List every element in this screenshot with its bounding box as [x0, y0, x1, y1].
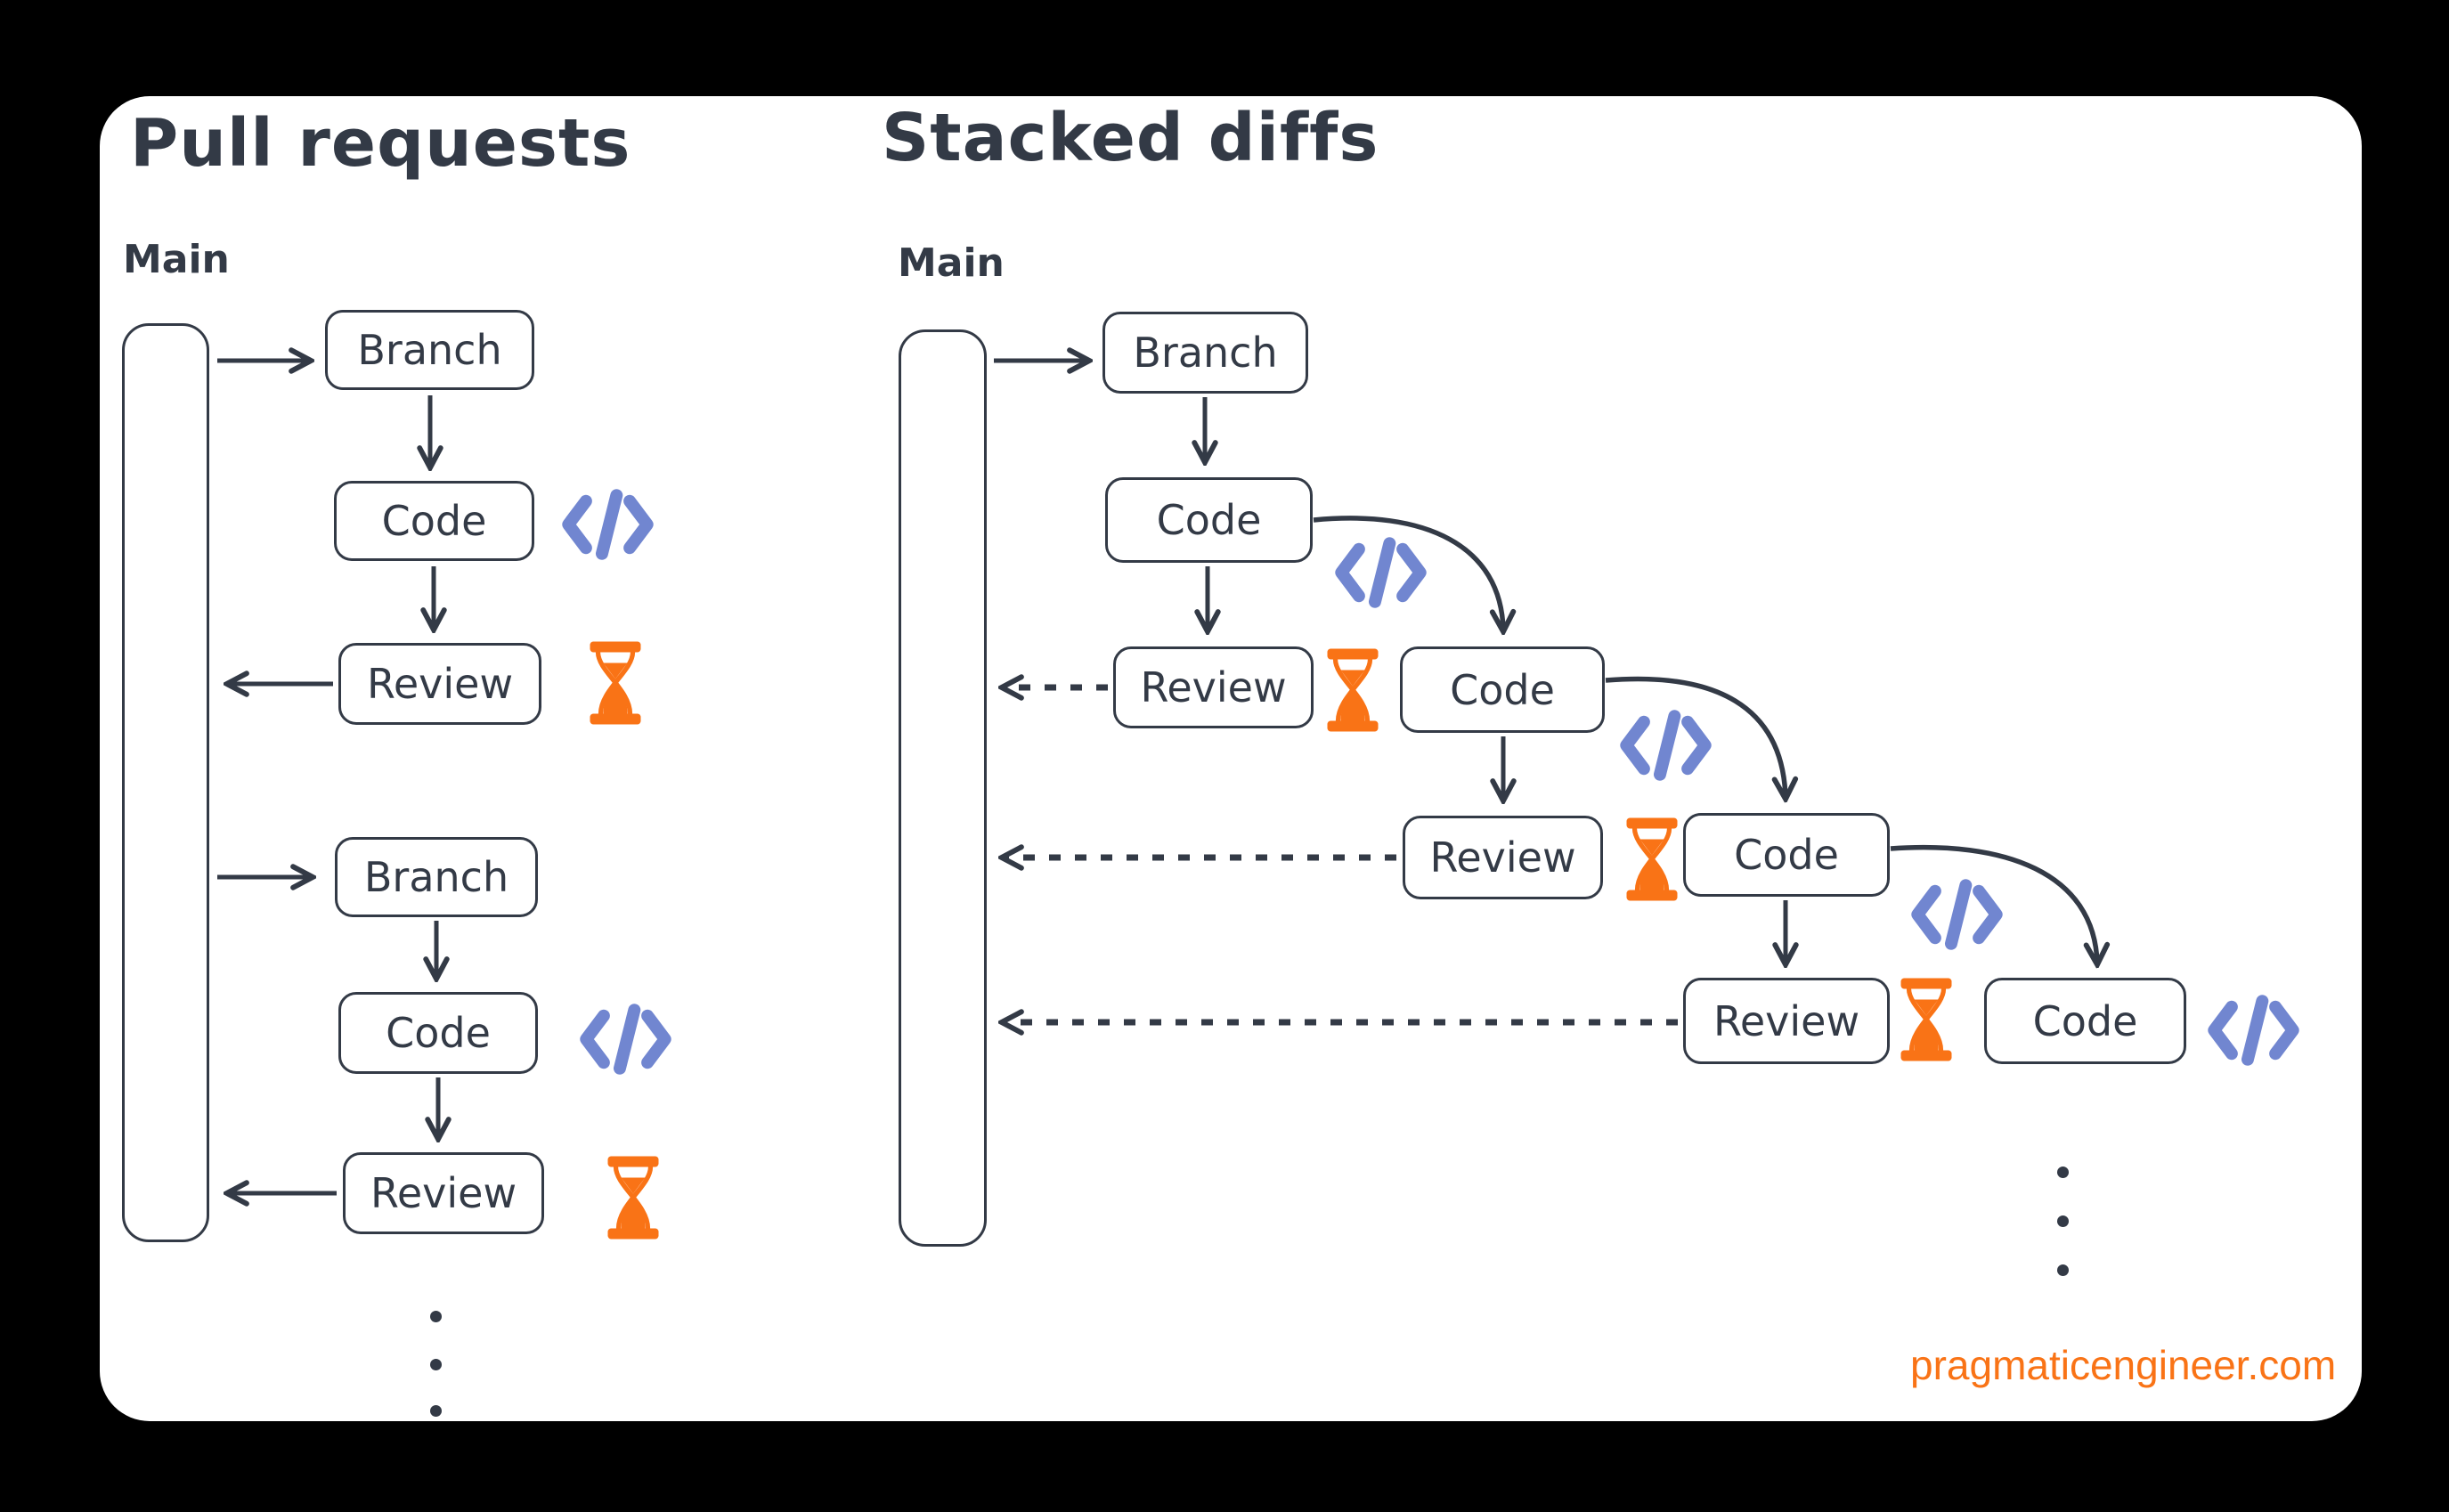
node-code: Code: [338, 992, 538, 1074]
code-icon: [2207, 994, 2300, 1070]
continuation-dot: [2057, 1264, 2069, 1276]
continuation-dot: [2057, 1215, 2069, 1227]
hourglass-icon: [604, 1154, 663, 1245]
node-code: Code: [1105, 477, 1313, 563]
node-review: Review: [1113, 646, 1314, 728]
hourglass-icon: [1323, 646, 1382, 737]
node-code: Code: [1400, 646, 1605, 733]
continuation-dot: [430, 1405, 442, 1417]
hourglass-icon: [586, 639, 645, 730]
node-branch: Branch: [335, 837, 538, 917]
code-icon: [579, 1003, 672, 1079]
continuation-dot: [430, 1359, 442, 1370]
code-icon: [1910, 878, 2004, 955]
code-icon: [1619, 709, 1713, 785]
node-review: Review: [1683, 978, 1890, 1064]
left-title: Pull requests: [130, 105, 631, 182]
code-icon: [1334, 536, 1428, 613]
left-main-branch-bar: [122, 323, 209, 1242]
left-main-label: Main: [123, 237, 230, 282]
node-review: Review: [1403, 816, 1603, 899]
node-review: Review: [338, 643, 541, 725]
node-code: Code: [1683, 813, 1890, 897]
node-branch: Branch: [1102, 312, 1308, 394]
node-branch: Branch: [325, 310, 534, 390]
continuation-dot: [430, 1311, 442, 1322]
code-icon: [561, 488, 655, 565]
hourglass-icon: [1623, 816, 1681, 906]
continuation-dot: [2057, 1167, 2069, 1178]
website-credit: pragmaticengineer.com: [1910, 1342, 2337, 1388]
right-main-branch-bar: [899, 329, 987, 1247]
right-main-label: Main: [898, 240, 1005, 286]
node-code: Code: [1984, 978, 2186, 1064]
hourglass-icon: [1897, 976, 1956, 1067]
node-review: Review: [343, 1152, 544, 1234]
right-title: Stacked diffs: [882, 100, 1379, 176]
node-code: Code: [334, 481, 534, 561]
